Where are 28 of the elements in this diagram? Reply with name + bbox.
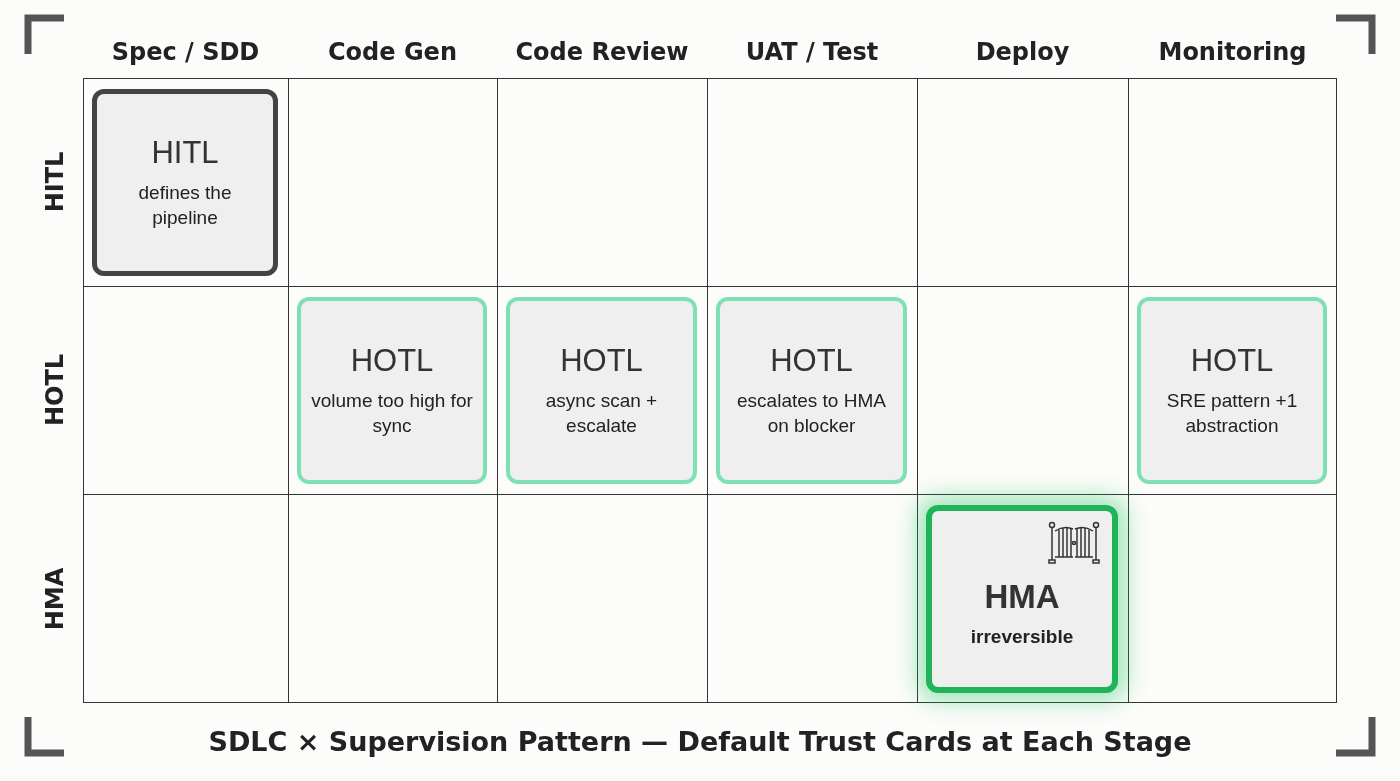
row-header: HOTL (40, 353, 70, 427)
card-description: defines the pipeline (137, 181, 233, 230)
card-title: HITL (151, 134, 219, 173)
card-description: irreversible (970, 625, 1074, 650)
trust-card (926, 505, 1118, 693)
column-header: Spec / SDD (111, 37, 260, 68)
card-description: async scan + escalate (544, 389, 659, 438)
column-header: Code Review (515, 37, 689, 68)
trust-card (297, 297, 487, 484)
column-header: Code Gen (328, 37, 457, 68)
column-header: UAT / Test (745, 37, 879, 68)
trust-card (92, 89, 278, 276)
card-description: escalates to HMA on blocker (736, 389, 887, 438)
caption: SDLC × Supervision Pattern — Default Trust Cards at Each Stage (208, 725, 1192, 759)
card-description: SRE pattern +1 abstraction (1165, 389, 1299, 438)
card-description: volume too high for sync (310, 389, 474, 438)
trust-card (1137, 297, 1327, 484)
trust-card (716, 297, 907, 484)
card-title: HOTL (560, 342, 643, 381)
card-title: HMA (984, 577, 1060, 618)
row-header: HITL (40, 151, 70, 213)
row-header: HMA (40, 567, 70, 630)
column-header: Monitoring (1158, 37, 1307, 68)
card-title: HOTL (770, 342, 853, 381)
column-header: Deploy (975, 37, 1070, 68)
card-title: HOTL (1190, 342, 1274, 381)
trust-card (506, 297, 697, 484)
card-title: HOTL (350, 342, 434, 381)
